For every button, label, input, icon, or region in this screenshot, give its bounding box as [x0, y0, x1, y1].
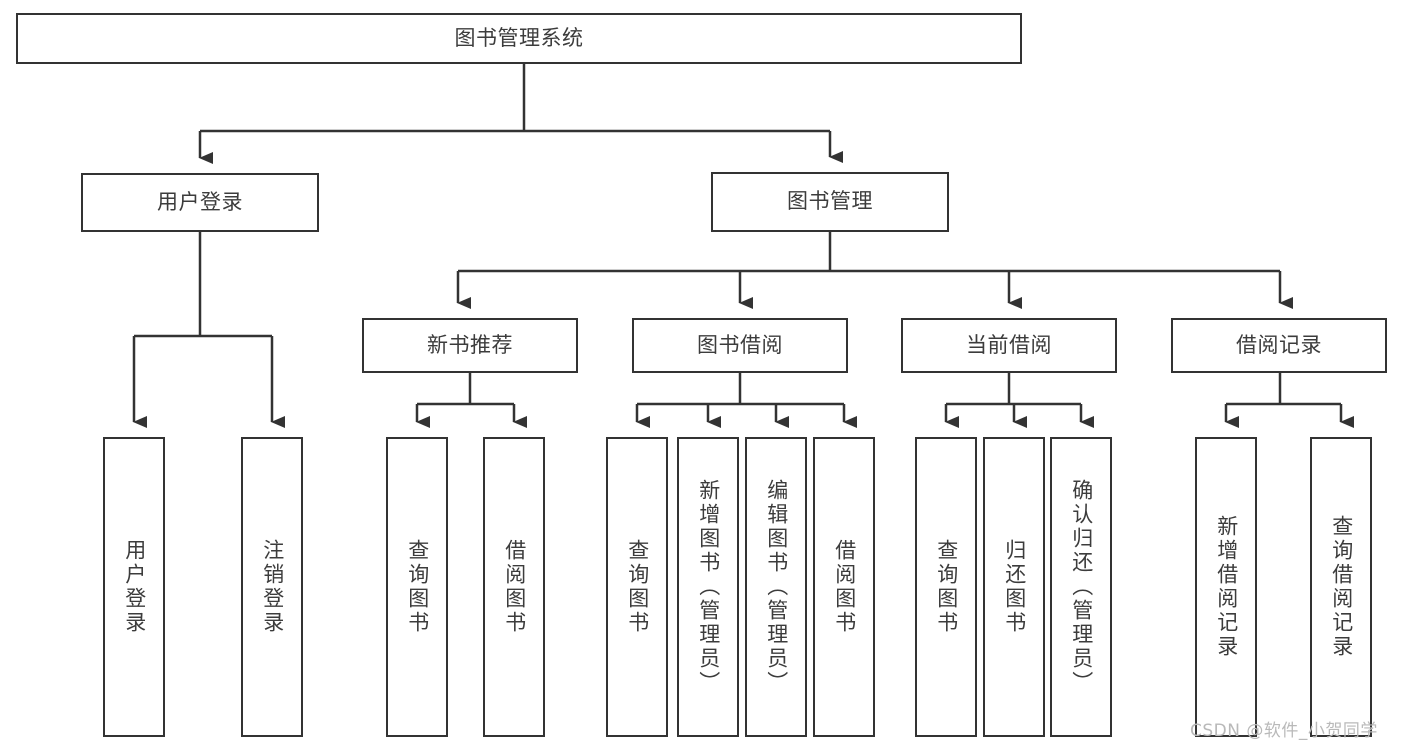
leaf-node-label: 用户登录 — [122, 539, 147, 635]
node-book-borrow[interactable]: 图书借阅 — [632, 318, 848, 373]
node-root-system[interactable]: 图书管理系统 — [16, 13, 1022, 64]
node-user-login-label: 用户登录 — [157, 189, 243, 214]
node-borrow-records[interactable]: 借阅记录 — [1171, 318, 1387, 373]
leaf-node-label: 新增图书（管理员） — [696, 479, 721, 695]
leaf-node[interactable]: 编辑图书（管理员） — [745, 437, 807, 737]
node-book-borrow-label: 图书借阅 — [697, 332, 783, 357]
leaf-node-label: 注销登录 — [260, 539, 285, 635]
leaf-node-label: 查询图书 — [625, 539, 650, 635]
leaf-node-label: 查询图书 — [405, 539, 430, 635]
leaf-node[interactable]: 归还图书 — [983, 437, 1045, 737]
leaf-node[interactable]: 查询图书 — [606, 437, 668, 737]
leaf-node[interactable]: 确认归还（管理员） — [1050, 437, 1112, 737]
leaf-node[interactable]: 注销登录 — [241, 437, 303, 737]
leaf-node[interactable]: 查询借阅记录 — [1310, 437, 1372, 737]
leaf-node[interactable]: 借阅图书 — [813, 437, 875, 737]
leaf-node-label: 确认归还（管理员） — [1069, 479, 1094, 695]
leaf-node-label: 编辑图书（管理员） — [764, 479, 789, 695]
leaf-node-label: 查询图书 — [934, 539, 959, 635]
leaf-node-label: 借阅图书 — [832, 539, 857, 635]
leaf-node-label: 查询借阅记录 — [1329, 515, 1354, 659]
node-current-borrow-label: 当前借阅 — [966, 332, 1052, 357]
leaf-node[interactable]: 新增图书（管理员） — [677, 437, 739, 737]
node-book-management[interactable]: 图书管理 — [711, 172, 949, 232]
leaf-node[interactable]: 查询图书 — [386, 437, 448, 737]
node-book-management-label: 图书管理 — [787, 189, 873, 214]
leaf-node-label: 归还图书 — [1002, 539, 1027, 635]
node-borrow-records-label: 借阅记录 — [1236, 332, 1322, 357]
node-new-book-recommend-label: 新书推荐 — [427, 332, 513, 357]
leaf-node[interactable]: 借阅图书 — [483, 437, 545, 737]
leaf-node-label: 新增借阅记录 — [1214, 515, 1239, 659]
node-root-system-label: 图书管理系统 — [454, 25, 584, 50]
node-user-login[interactable]: 用户登录 — [81, 173, 319, 232]
leaf-node[interactable]: 查询图书 — [915, 437, 977, 737]
leaf-node-label: 借阅图书 — [502, 539, 527, 635]
csdn-watermark: CSDN @软件_小贺同学 — [1190, 721, 1378, 741]
node-new-book-recommend[interactable]: 新书推荐 — [362, 318, 578, 373]
leaf-node[interactable]: 用户登录 — [103, 437, 165, 737]
leaf-node[interactable]: 新增借阅记录 — [1195, 437, 1257, 737]
node-current-borrow[interactable]: 当前借阅 — [901, 318, 1117, 373]
